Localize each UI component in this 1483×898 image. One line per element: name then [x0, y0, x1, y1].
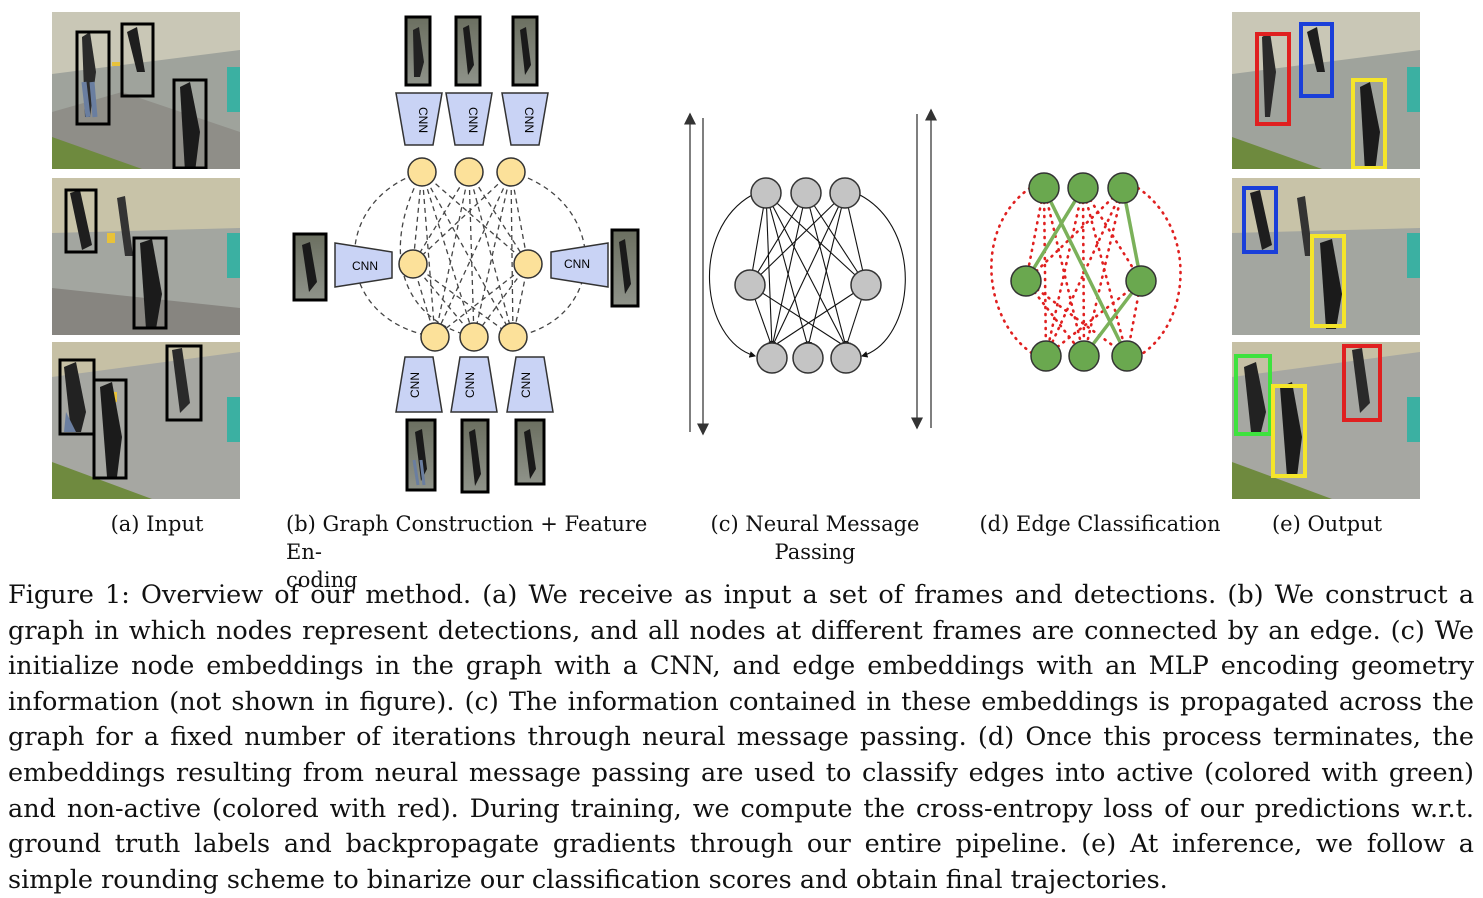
graph-node [1068, 340, 1100, 372]
bottom-crops [405, 418, 546, 494]
cnn-trapezoid: CNN [506, 356, 554, 413]
graph-node [454, 157, 484, 187]
pedestrian-crop-image [514, 418, 546, 486]
cnn-label: CNN [352, 259, 378, 273]
caption-edge-classification: (d) Edge Classification [979, 512, 1221, 536]
cnn-label: CNN [466, 107, 480, 133]
top-crops [404, 15, 539, 87]
graph-dashed-edges [353, 171, 587, 338]
caption-line-2: coding [286, 568, 358, 592]
graph-node [790, 177, 822, 209]
pedestrian-crop-image [292, 232, 328, 302]
graph-node [459, 322, 489, 352]
cnn-trapezoid: CNN [450, 356, 498, 413]
graph-construction-diagram: CNN CNN CNN CNN CNN [292, 15, 640, 494]
message-edges [709, 192, 906, 358]
cnn-label: CNN [564, 257, 590, 271]
edge-classification-diagram [990, 172, 1182, 372]
graph-node [1125, 265, 1157, 297]
inactive-edges [990, 186, 1182, 360]
pedestrian-crop-image [511, 15, 539, 87]
caption-graph-construction: (b) Graph Construction + Feature En- cod… [286, 510, 656, 594]
cnn-trapezoid: CNN [334, 242, 393, 288]
graph-node [1107, 172, 1139, 204]
graph-node [792, 342, 824, 374]
graph-node [1010, 265, 1042, 297]
graph-node [1030, 340, 1062, 372]
caption-message-passing: (c) Neural Message Passing [710, 512, 920, 564]
pedestrian-crop-image [404, 15, 432, 87]
figure-caption: Figure 1: Overview of our method. (a) We… [8, 578, 1474, 898]
classified-nodes [1010, 172, 1157, 372]
graph-nodes [398, 157, 543, 352]
output-frame-2 [1232, 178, 1420, 335]
cnn-label: CNN [522, 107, 536, 133]
caption-line-1: (b) Graph Construction + Feature En- [286, 512, 648, 564]
graph-node [1111, 340, 1143, 372]
cnn-label: CNN [416, 107, 430, 133]
graph-node [734, 269, 766, 301]
pedestrian-crop-image [405, 418, 437, 492]
bidirectional-arrow [684, 108, 937, 436]
pedestrian-crop-image [454, 15, 482, 87]
figure-caption-label: Figure 1: [8, 580, 130, 610]
cnn-trapezoid: CNN [550, 242, 609, 288]
graph-node [829, 177, 861, 209]
graph-node [1028, 172, 1060, 204]
graph-node [756, 342, 788, 374]
side-cnns: CNN CNN [292, 228, 640, 308]
cnn-label: CNN [408, 372, 422, 398]
graph-node [496, 157, 526, 187]
graph-node [407, 157, 437, 187]
cnn-trapezoid: CNN [395, 356, 443, 413]
caption-output: (e) Output [1271, 512, 1383, 536]
pedestrian-crop-image [610, 228, 640, 308]
figure-caption-text: Overview of our method. (a) We receive a… [8, 580, 1475, 895]
graph-node [830, 342, 862, 374]
message-passing-diagram [684, 108, 937, 436]
cnn-trapezoid: CNN [501, 92, 549, 146]
output-frame-3 [1232, 342, 1420, 499]
bottom-cnns: CNN CNN CNN [395, 356, 554, 413]
input-frame-3 [52, 342, 240, 499]
graph-node [1067, 172, 1099, 204]
caption-input: (a) Input [110, 512, 204, 536]
graph-node [420, 322, 450, 352]
cnn-label: CNN [519, 372, 533, 398]
graph-node [750, 177, 782, 209]
graph-node [398, 249, 428, 279]
cnn-trapezoid: CNN [445, 92, 493, 146]
graph-node [513, 249, 543, 279]
graph-node [850, 269, 882, 301]
cnn-trapezoid: CNN [395, 92, 443, 146]
pedestrian-crop-image [460, 418, 490, 494]
input-frame-1 [52, 12, 240, 169]
graph-node [498, 322, 528, 352]
input-frame-2 [52, 178, 240, 335]
cnn-label: CNN [463, 372, 477, 398]
output-frame-1 [1232, 12, 1420, 169]
message-nodes [734, 177, 882, 374]
top-cnns: CNN CNN CNN [395, 92, 549, 146]
